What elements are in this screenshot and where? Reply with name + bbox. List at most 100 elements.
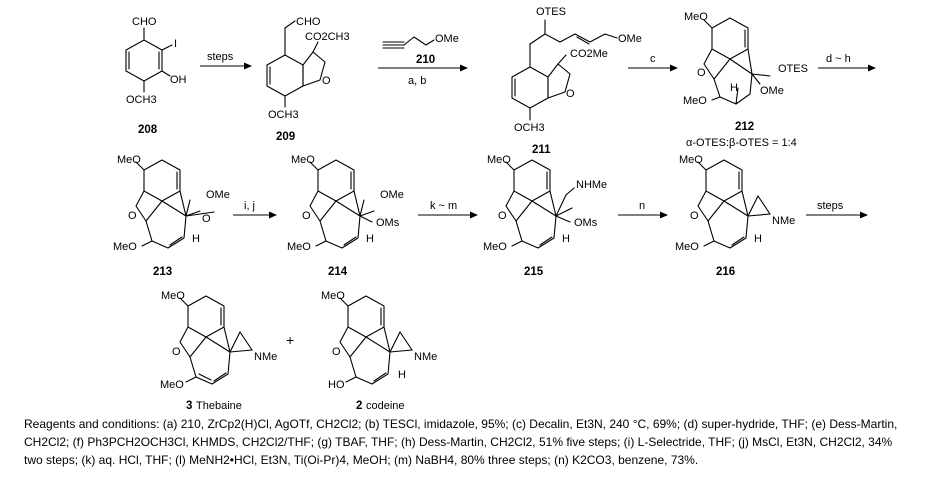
compound-number-209: 209	[276, 131, 295, 143]
arrow-d-h: d ~ h	[818, 53, 876, 72]
arrow-k-m: k ~ m	[418, 200, 478, 219]
compound-213: MeO OMe O O H MeO 213	[113, 154, 230, 278]
label-216-meo-bottom: MeO	[675, 241, 699, 253]
label-212-ratio: α-OTES:β-OTES = 1:4	[686, 137, 797, 149]
compound-number-208: 208	[138, 124, 158, 136]
compound-name-2: codeine	[366, 400, 405, 412]
label-214-meo-bottom: MeO	[287, 241, 311, 253]
structure-211-benzene	[511, 66, 549, 109]
compound-211: OTES OMe CO2Me O OCH3 211	[511, 6, 642, 156]
label-215-o: O	[498, 210, 507, 222]
compound-number-2: 2	[356, 400, 362, 412]
label-2-ho: HO	[328, 379, 345, 391]
compound-number-211: 211	[532, 144, 551, 156]
label-211-ome: OMe	[618, 33, 642, 45]
plus-sign: +	[286, 332, 294, 348]
label-211-otes: OTES	[536, 6, 566, 18]
label-214-meo-top: MeO	[291, 154, 315, 166]
label-213-meo-top: MeO	[117, 154, 141, 166]
label-213-ome: OMe	[206, 189, 230, 201]
arrow-label-d-h: d ~ h	[826, 53, 851, 65]
label-212-otes: OTES	[778, 63, 808, 75]
compound-number-215: 215	[524, 266, 544, 278]
label-3-meo-bottom: MeO	[160, 379, 184, 391]
compound-number-212: 212	[735, 121, 754, 133]
reagents-and-conditions: Reagents and conditions: (a) 210, ZrCp2(…	[24, 417, 898, 467]
label-215-meo-bottom: MeO	[483, 241, 507, 253]
label-209-co2ch3: CO2CH3	[305, 31, 350, 43]
arrow-c: c	[628, 53, 678, 72]
label-2-nme: NMe	[414, 351, 437, 363]
compound-number-216: 216	[716, 266, 735, 278]
arrow-label-k-m: k ~ m	[430, 200, 457, 212]
structure-3-aromatic	[187, 295, 225, 338]
label-213-o-ring: O	[128, 210, 137, 222]
label-215-nhme: NHMe	[576, 179, 607, 191]
label-2-o: O	[332, 346, 341, 358]
arrow-label-n: n	[639, 200, 645, 212]
label-209-cho: CHO	[296, 16, 321, 28]
compound-209: CHO CO2CH3 O OCH3 209	[266, 16, 350, 143]
structure-209-benzene	[266, 54, 304, 97]
label-213-o-carbonyl: O	[202, 213, 211, 225]
label-3-nme: NMe	[254, 351, 277, 363]
label-212-ome: OMe	[760, 85, 784, 97]
structure-211-diene-chain	[544, 33, 618, 43]
label-2-h: H	[398, 369, 406, 381]
structure-212-aromatic	[711, 17, 749, 60]
label-215-meo-top: MeO	[487, 154, 511, 166]
label-212-o: O	[697, 67, 706, 79]
compound-number-214: 214	[328, 266, 348, 278]
compound-number-3: 3	[186, 400, 192, 412]
label-216-h: H	[754, 233, 762, 245]
label-3-meo-top: MeO	[161, 290, 185, 302]
arrow-a-b: a, b	[378, 64, 468, 87]
structure-2-aromatic	[347, 295, 385, 338]
arrow-i-j: i, j	[233, 200, 277, 219]
structure-216-aromatic	[705, 159, 743, 202]
arrow-label-c: c	[650, 53, 656, 65]
compound-214: MeO OMe O OMs H MeO 214	[287, 154, 404, 278]
arrow-label-steps-2: steps	[817, 200, 844, 212]
label-214-ome: OMe	[380, 189, 404, 201]
label-213-meo-bottom: MeO	[113, 241, 137, 253]
label-2-meo-top: MeO	[321, 290, 345, 302]
compound-212: MeO O OTES OMe H MeO 212 α-OTES:β-OTES =…	[683, 11, 808, 149]
arrow-label-i-j: i, j	[244, 200, 255, 212]
label-211-och3: OCH3	[514, 122, 545, 134]
label-214-o: O	[302, 210, 311, 222]
arrow-label-steps-1: steps	[207, 51, 234, 63]
label-208-och3: OCH3	[126, 94, 157, 106]
label-211-co2me: CO2Me	[570, 48, 608, 60]
label-208-i: I	[174, 38, 177, 50]
structure-208-ring	[125, 39, 163, 82]
structure-209-furan	[302, 51, 326, 87]
arrow-label-a-b: a, b	[408, 75, 426, 87]
label-215-oms: OMs	[574, 217, 598, 229]
label-210-ome: OMe	[435, 33, 459, 45]
label-214-h: H	[366, 233, 374, 245]
compound-3-thebaine: MeO O NMe MeO 3 Thebaine	[160, 290, 277, 412]
label-216-meo-top: MeO	[679, 154, 703, 166]
label-212-h: H	[730, 82, 738, 94]
label-208-oh: OH	[170, 74, 187, 86]
compound-name-3: Thebaine	[196, 400, 242, 412]
label-212-meo-bottom: MeO	[683, 95, 707, 107]
label-212-meo-top: MeO	[684, 11, 708, 23]
label-215-h: H	[562, 233, 570, 245]
compound-216: MeO O NMe H MeO 216	[675, 154, 795, 278]
synthesis-scheme: CHO I OH OCH3 208 steps CHO CO2CH3 O OCH…	[113, 6, 876, 412]
structure-215-aromatic	[513, 159, 551, 202]
label-211-o: O	[566, 88, 575, 100]
label-209-o: O	[322, 75, 331, 87]
compound-number-210: 210	[416, 54, 435, 66]
label-3-o: O	[172, 346, 181, 358]
label-208-cho: CHO	[132, 16, 157, 28]
reagent-210: OMe 210	[382, 33, 459, 66]
arrow-steps-2: steps	[806, 200, 868, 219]
label-216-o: O	[690, 210, 699, 222]
label-214-oms: OMs	[376, 217, 400, 229]
structure-211-furan	[547, 63, 571, 99]
compound-number-213: 213	[153, 266, 172, 278]
label-209-och3: OCH3	[268, 109, 299, 121]
